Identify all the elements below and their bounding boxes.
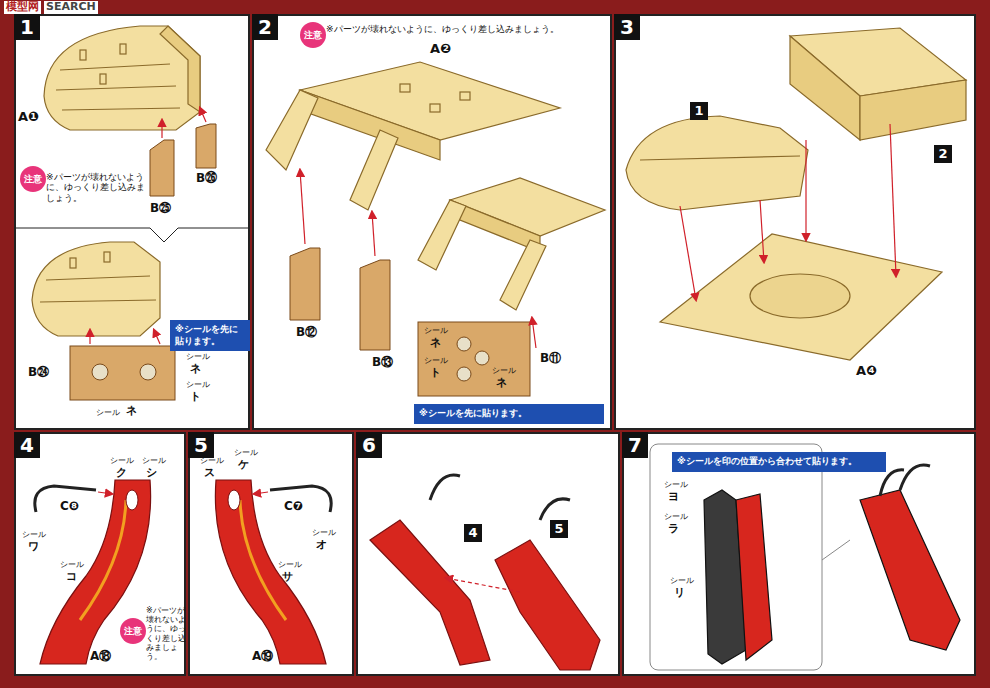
sticker-label: シール <box>424 326 448 335</box>
sticker-label: シール <box>424 356 448 365</box>
sticker-label: シール <box>670 576 694 585</box>
part-number: B⑬ <box>372 356 393 370</box>
step-panel: 3 1 2 <box>614 14 976 430</box>
caution-note: ※パーツが壊れないように、ゆっくり差し込みましょう。 <box>326 24 596 34</box>
sticker-code: ス <box>204 467 215 480</box>
sticker-code: ネ <box>430 337 441 350</box>
step-number: 5 <box>188 432 214 458</box>
node-text: 4 <box>468 525 477 540</box>
sticker-code: ク <box>116 467 127 480</box>
step-marker: 4 <box>464 524 482 542</box>
step-marker: 1 <box>690 102 708 120</box>
sticker-label: シール <box>664 512 688 521</box>
step-panel: 1 注意 ※シールを先に貼ります。 <box>14 14 250 430</box>
step-number: 7 <box>622 432 648 458</box>
caution-note: ※パーツが壊れないように、ゆっくり差し込みましょう。 <box>146 606 186 661</box>
sticker-label: シール <box>278 560 302 569</box>
sticker-label: シール <box>234 448 258 457</box>
caution-badge: 注意 <box>120 618 146 644</box>
node-text: 2 <box>938 146 947 161</box>
sticker-code: コ <box>66 571 77 584</box>
part-number: B⑫ <box>296 326 317 340</box>
sticker-code: ワ <box>28 541 39 554</box>
watermark: SEARCH <box>44 1 98 14</box>
part-number: B㉕ <box>150 202 171 216</box>
sticker-label: シール <box>96 408 120 417</box>
sticker-label: シール <box>186 352 210 361</box>
part-number: A⑱ <box>90 650 111 664</box>
note-box: ※シールを先に貼ります。 <box>170 320 250 351</box>
part-number: A⑲ <box>252 650 273 664</box>
part-number: A❶ <box>18 110 39 125</box>
sticker-label: シール <box>60 560 84 569</box>
sticker-code: ラ <box>668 523 679 536</box>
part-number: C❽ <box>60 500 79 514</box>
sticker-label: シール <box>200 456 224 465</box>
node-text: ※シールを印の位置から合わせて貼ります。 <box>677 456 857 466</box>
step-number: 1 <box>14 14 40 40</box>
node-text: 5 <box>554 521 563 536</box>
step-panel: 6 4 5 <box>356 432 620 676</box>
node-text: ※シールを先に貼ります。 <box>419 408 527 418</box>
caution-badge: 注意 <box>20 166 46 192</box>
sticker-code: シ <box>146 467 157 480</box>
node-text: 注意 <box>124 626 142 636</box>
part-number: B㉔ <box>28 366 49 380</box>
node-text: 注意 <box>24 174 42 184</box>
part-number: C❼ <box>284 500 303 514</box>
part-number: B㉖ <box>196 172 217 186</box>
sticker-code: サ <box>282 571 293 584</box>
sticker-code: ネ <box>496 377 507 390</box>
step-marker: 5 <box>550 520 568 538</box>
sticker-code: ト <box>430 367 441 380</box>
step-number: 2 <box>252 14 278 40</box>
sticker-code: ケ <box>238 459 249 472</box>
step-number: 3 <box>614 14 640 40</box>
caution-note: ※パーツが壊れないように、ゆっくり差し込みましょう。 <box>46 172 146 203</box>
step-number: 4 <box>14 432 40 458</box>
watermark: 模型网 <box>4 1 41 14</box>
sticker-label: シール <box>186 380 210 389</box>
step-number: 6 <box>356 432 382 458</box>
node-text: 注意 <box>304 30 322 40</box>
sticker-code: ネ <box>190 363 201 376</box>
part-number: A❹ <box>856 364 877 379</box>
sticker-code: ネ <box>126 405 137 418</box>
sticker-label: シール <box>22 530 46 539</box>
sticker-label: シール <box>142 456 166 465</box>
node-text: ※シールを先に貼ります。 <box>175 324 238 346</box>
step-marker: 2 <box>934 145 952 163</box>
sticker-label: シール <box>110 456 134 465</box>
node-text: 1 <box>694 103 703 118</box>
sticker-code: ト <box>190 391 201 404</box>
part-number: A❷ <box>430 42 451 57</box>
sticker-code: ヨ <box>668 491 679 504</box>
sticker-label: シール <box>492 366 516 375</box>
sticker-label: シール <box>312 528 336 537</box>
sticker-label: シール <box>664 480 688 489</box>
caution-badge: 注意 <box>300 22 326 48</box>
note-box: ※シールを先に貼ります。 <box>414 404 604 424</box>
part-number: B⑪ <box>540 352 561 366</box>
note-box: ※シールを印の位置から合わせて貼ります。 <box>672 452 886 472</box>
sticker-code: オ <box>316 539 327 552</box>
step-panel: 7 ※シールを印の位置から合わせて貼ります。 <box>622 432 976 676</box>
sticker-code: リ <box>674 587 685 600</box>
